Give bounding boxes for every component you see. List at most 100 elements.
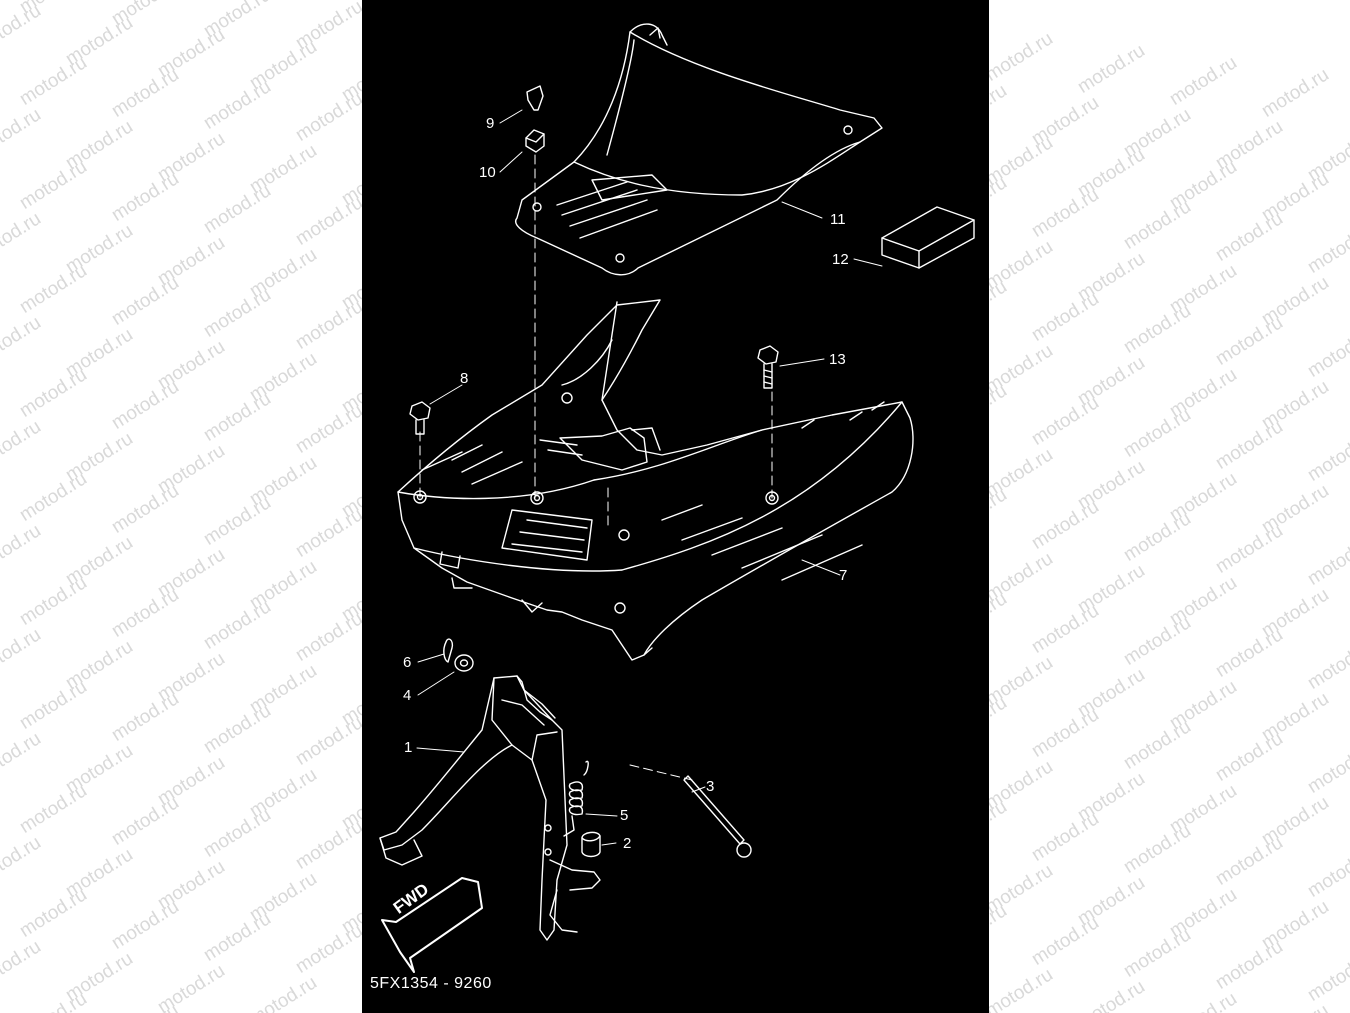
watermark-text: motod.ru xyxy=(16,676,91,734)
watermark-text: motod.ru xyxy=(1212,520,1287,578)
watermark-text: motod.ru xyxy=(1212,624,1287,682)
watermark-text: motod.ru xyxy=(1120,196,1195,254)
callout-2: 2 xyxy=(623,835,632,852)
watermark-text: motod.ru xyxy=(16,780,91,838)
watermark-text: motod.ru xyxy=(1304,220,1350,278)
watermark-text: motod.ru xyxy=(1304,636,1350,694)
part-11-cover xyxy=(515,23,883,276)
watermark-text: motod.ru xyxy=(0,0,45,58)
watermark-text: motod.ru xyxy=(16,364,91,422)
watermark-text: motod.ru xyxy=(292,192,367,250)
watermark-text: motod.ru xyxy=(1166,988,1241,1013)
watermark-text: motod.ru xyxy=(0,624,45,682)
fwd-arrow xyxy=(381,877,483,973)
watermark-text: motod.ru xyxy=(1212,312,1287,370)
watermark-text: motod.ru xyxy=(108,584,183,642)
callout-7: 7 xyxy=(839,567,848,584)
watermark-text: motod.ru xyxy=(1304,948,1350,1006)
watermark-text: motod.ru xyxy=(108,480,183,538)
part-7-footboard xyxy=(397,299,914,661)
watermark-text: motod.ru xyxy=(108,792,183,850)
watermark-text: motod.ru xyxy=(200,700,275,758)
watermark-text: motod.ru xyxy=(982,28,1057,86)
watermark-text: motod.ru xyxy=(1028,704,1103,762)
watermark-text: motod.ru xyxy=(292,504,367,562)
watermark-text: motod.ru xyxy=(1212,936,1287,994)
callout-12: 12 xyxy=(832,251,849,268)
watermark-text: motod.ru xyxy=(200,908,275,966)
part-3-shaft xyxy=(683,775,752,858)
watermark-text: motod.ru xyxy=(108,64,183,122)
watermark-text: motod.ru xyxy=(108,688,183,746)
watermark-text: motod.ru xyxy=(1212,728,1287,786)
watermark-text: motod.ru xyxy=(16,988,91,1013)
callout-6: 6 xyxy=(403,654,412,671)
part-code: 5FX1354 - 9260 xyxy=(370,975,492,992)
callout-13: 13 xyxy=(829,351,846,368)
callout-5: 5 xyxy=(620,807,629,824)
watermark-text: motod.ru xyxy=(108,168,183,226)
watermark-text: motod.ru xyxy=(0,832,45,890)
watermark-text: motod.ru xyxy=(1074,976,1149,1013)
watermark-text: motod.ru xyxy=(1120,508,1195,566)
watermark-text: motod.ru xyxy=(0,312,45,370)
part-1-center-stand xyxy=(379,675,601,941)
callout-11: 11 xyxy=(830,211,846,228)
watermark-text: motod.ru xyxy=(1258,1000,1333,1013)
watermark-text: motod.ru xyxy=(200,804,275,862)
watermark-text: motod.ru xyxy=(0,728,45,786)
watermark-text: motod.ru xyxy=(1304,740,1350,798)
watermark-text: motod.ru xyxy=(0,936,45,994)
watermark-text: motod.ru xyxy=(0,416,45,474)
watermark-text: motod.ru xyxy=(1212,416,1287,474)
watermark-text: motod.ru xyxy=(292,88,367,146)
watermark-text: motod.ru xyxy=(1028,288,1103,346)
watermark-text: motod.ru xyxy=(1120,924,1195,982)
watermark-text: motod.ru xyxy=(1120,716,1195,774)
watermark-text: motod.ru xyxy=(1028,496,1103,554)
watermark-text: motod.ru xyxy=(1212,832,1287,890)
watermark-text: motod.ru xyxy=(292,920,367,978)
watermark-text: motod.ru xyxy=(16,572,91,630)
watermark-text: motod.ru xyxy=(292,400,367,458)
watermark-text: motod.ru xyxy=(292,296,367,354)
watermark-text: motod.ru xyxy=(982,964,1057,1013)
watermark-text: motod.ru xyxy=(1028,184,1103,242)
callout-10: 10 xyxy=(479,164,496,181)
watermark-text: motod.ru xyxy=(1304,844,1350,902)
watermark-text: motod.ru xyxy=(1304,324,1350,382)
watermark-text: motod.ru xyxy=(16,468,91,526)
watermark-text: motod.ru xyxy=(200,76,275,134)
watermark-text: motod.ru xyxy=(108,376,183,434)
watermark-text: motod.ru xyxy=(292,816,367,874)
watermark-text: motod.ru xyxy=(1258,64,1333,122)
callout-4: 4 xyxy=(403,687,412,704)
watermark-text: motod.ru xyxy=(1304,428,1350,486)
watermark-text: motod.ru xyxy=(108,1000,183,1013)
watermark-text: motod.ru xyxy=(108,272,183,330)
watermark-text: motod.ru xyxy=(200,180,275,238)
callout-9: 9 xyxy=(486,115,495,132)
watermark-text: motod.ru xyxy=(200,492,275,550)
parts-diagram-drawing xyxy=(379,23,975,973)
watermark-text: motod.ru xyxy=(1166,52,1241,110)
watermark-text: motod.ru xyxy=(1074,40,1149,98)
watermark-text: motod.ru xyxy=(246,972,321,1013)
part-8-13-bolts xyxy=(409,345,779,435)
watermark-text: motod.ru xyxy=(200,596,275,654)
watermark-text: motod.ru xyxy=(1028,808,1103,866)
watermark-text: motod.ru xyxy=(0,104,45,162)
watermark-text: motod.ru xyxy=(0,208,45,266)
part-12-pad xyxy=(881,206,975,269)
watermark-text: motod.ru xyxy=(292,608,367,666)
watermark-text: motod.ru xyxy=(16,260,91,318)
watermark-text: motod.ru xyxy=(1028,600,1103,658)
watermark-text: motod.ru xyxy=(1304,532,1350,590)
watermark-text: motod.ru xyxy=(292,712,367,770)
watermark-text: motod.ru xyxy=(1212,208,1287,266)
part-2-stopper xyxy=(581,831,601,858)
callout-leaders xyxy=(416,109,883,846)
watermark-text: motod.ru xyxy=(0,520,45,578)
callout-1: 1 xyxy=(404,739,413,756)
watermark-text: motod.ru xyxy=(200,388,275,446)
